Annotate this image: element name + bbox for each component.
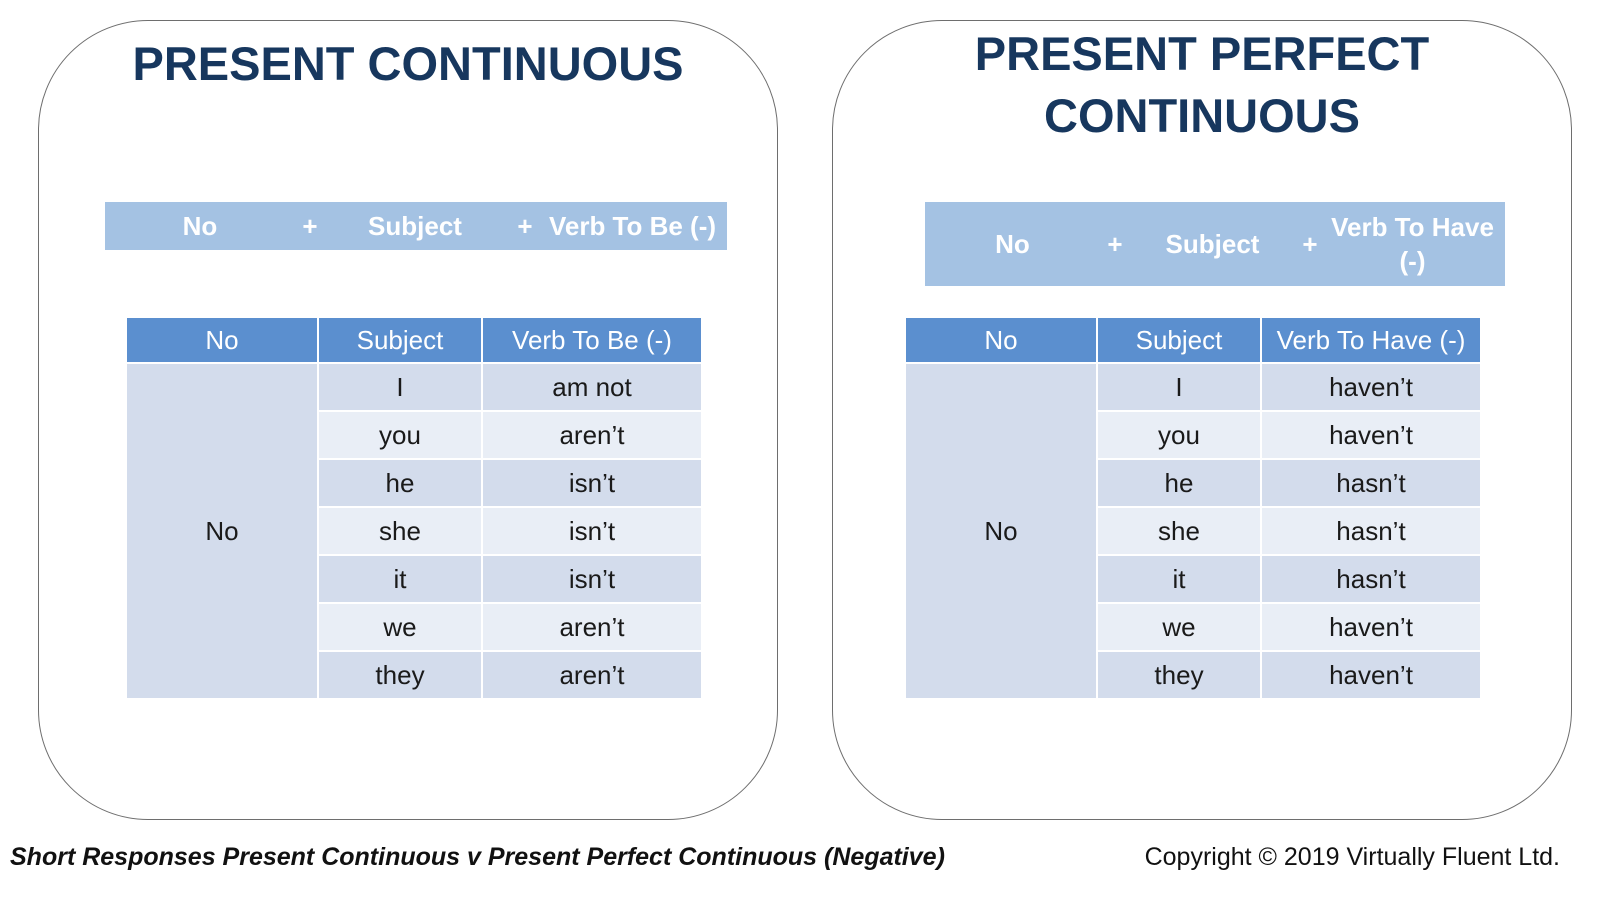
subject-cell: they <box>319 652 481 698</box>
table-row: he hasn’t <box>906 460 1480 506</box>
table-row: we aren’t <box>127 604 701 650</box>
subject-cell: I <box>1098 364 1260 410</box>
table-header-row: No Subject Verb To Have (-) <box>906 318 1480 362</box>
formula-plus: + <box>1302 229 1318 259</box>
caption: Short Responses Present Continuous v Pre… <box>10 843 945 871</box>
formula-part: No <box>995 229 1030 259</box>
table-row: No I am not <box>127 364 701 698</box>
verb-cell: isn’t <box>483 556 701 602</box>
table-row: they aren’t <box>127 652 701 698</box>
verb-cell: aren’t <box>483 412 701 458</box>
subject-cell: you <box>1098 412 1260 458</box>
verb-cell: haven’t <box>1262 364 1480 410</box>
verb-cell: am not <box>483 364 701 410</box>
verb-cell: haven’t <box>1262 604 1480 650</box>
formula-bar: No + Subject + Verb To Be (-) <box>105 202 727 250</box>
verb-cell: isn’t <box>483 460 701 506</box>
table-row: you haven’t <box>906 412 1480 458</box>
column-header: Subject <box>1098 318 1260 362</box>
subject-cell: he <box>1098 460 1260 506</box>
formula-bar: No + Subject + Verb To Have (-) <box>925 202 1505 286</box>
table-row: they haven’t <box>906 652 1480 698</box>
formula-part: Verb To Have (-) <box>1331 212 1494 276</box>
subject-cell: you <box>319 412 481 458</box>
subject-cell: she <box>1098 508 1260 554</box>
present-continuous-panel: PRESENT CONTINUOUS No + Subject + Verb T… <box>38 20 778 820</box>
verb-cell: isn’t <box>483 508 701 554</box>
formula-plus: + <box>517 211 533 241</box>
subject-cell: we <box>319 604 481 650</box>
column-header: Verb To Have (-) <box>1262 318 1480 362</box>
present-perfect-continuous-panel: PRESENT PERFECT CONTINUOUS No + Subject … <box>832 20 1572 820</box>
subject-cell: he <box>319 460 481 506</box>
formula-plus: + <box>1107 229 1123 259</box>
copyright-notice: Copyright © 2019 Virtually Fluent Ltd. <box>1144 843 1560 871</box>
no-cell: No <box>906 364 1096 698</box>
verb-cell: hasn’t <box>1262 508 1480 554</box>
formula-part: Verb To Be (-) <box>548 211 717 241</box>
column-header: No <box>906 318 1096 362</box>
formula-part: No <box>182 211 218 241</box>
table-row: he isn’t <box>127 460 701 506</box>
subject-cell: I <box>319 364 481 410</box>
conjugation-table: No Subject Verb To Be (-) No I am not yo… <box>125 316 703 700</box>
subject-cell: it <box>319 556 481 602</box>
conjugation-table: No Subject Verb To Have (-) No I haven’t… <box>904 316 1482 700</box>
subject-cell: she <box>319 508 481 554</box>
subject-cell: we <box>1098 604 1260 650</box>
table-row: you aren’t <box>127 412 701 458</box>
formula-plus: + <box>302 211 318 241</box>
verb-cell: aren’t <box>483 652 701 698</box>
table-row: it hasn’t <box>906 556 1480 602</box>
formula-part: Subject <box>1165 229 1260 259</box>
no-cell: No <box>127 364 317 698</box>
column-header: Verb To Be (-) <box>483 318 701 362</box>
verb-cell: hasn’t <box>1262 460 1480 506</box>
column-header: No <box>127 318 317 362</box>
table-row: it isn’t <box>127 556 701 602</box>
subject-cell: it <box>1098 556 1260 602</box>
column-header: Subject <box>319 318 481 362</box>
panel-title: PRESENT PERFECT CONTINUOUS <box>974 27 1430 142</box>
panel-title: PRESENT CONTINUOUS <box>132 37 684 90</box>
verb-cell: haven’t <box>1262 412 1480 458</box>
table-row: we haven’t <box>906 604 1480 650</box>
verb-cell: haven’t <box>1262 652 1480 698</box>
table-row: No I haven’t <box>906 364 1480 698</box>
table-row: she isn’t <box>127 508 701 554</box>
verb-cell: hasn’t <box>1262 556 1480 602</box>
subject-cell: they <box>1098 652 1260 698</box>
table-header-row: No Subject Verb To Be (-) <box>127 318 701 362</box>
verb-cell: aren’t <box>483 604 701 650</box>
formula-part: Subject <box>368 211 462 241</box>
table-row: she hasn’t <box>906 508 1480 554</box>
